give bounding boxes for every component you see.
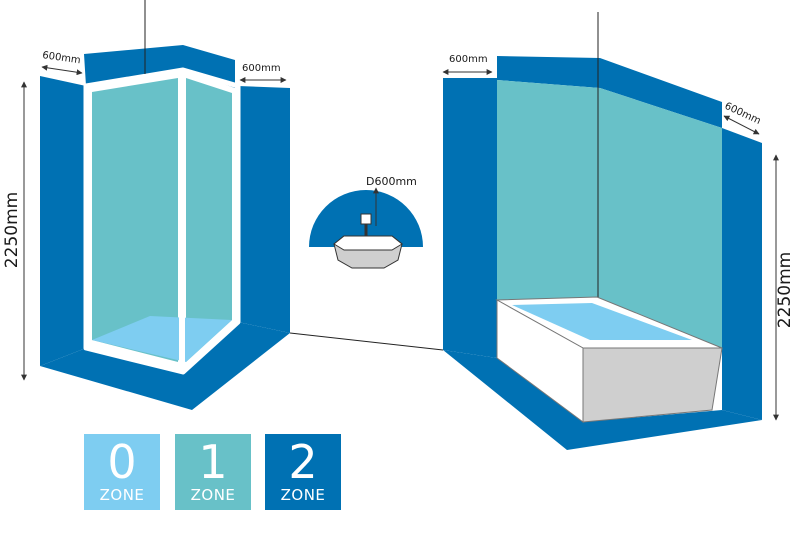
floor-line xyxy=(289,332,444,351)
legend-zone-0-label: ZONE xyxy=(99,486,145,504)
shower-top-right-width: 600mm xyxy=(242,63,281,74)
shower-zone2-left-wall xyxy=(40,76,86,366)
legend-zone-1-label: ZONE xyxy=(190,486,236,504)
bath-zone2-left-wall xyxy=(443,78,497,358)
legend-zone-2-number: 2 xyxy=(288,435,318,489)
bath-height: 2250mm xyxy=(775,252,795,328)
bath-zone1-area xyxy=(497,80,722,348)
shower-zone2-top xyxy=(84,45,235,88)
shower-zone2-floor xyxy=(40,322,290,410)
bath-zone2-right-wall xyxy=(722,128,762,420)
bath-top-right-width: 600mm xyxy=(723,101,763,127)
bath-zone-2 xyxy=(443,56,762,450)
legend-zone-0: 0 ZONE xyxy=(84,434,160,510)
legend-zone-1-number: 1 xyxy=(198,435,228,489)
basin-tap xyxy=(360,213,372,225)
legend-zone-0-number: 0 xyxy=(107,435,137,489)
legend-zone-2-label: ZONE xyxy=(280,486,326,504)
legend-zone-1: 1 ZONE xyxy=(175,434,251,510)
shower-height: 2250mm xyxy=(2,192,22,268)
shower-zone1-left-panel xyxy=(92,78,178,362)
bath-top-left-width: 600mm xyxy=(449,54,488,65)
shower-zone0-tray xyxy=(92,316,232,362)
shower-dimensions: 600mm 600mm 2250mm xyxy=(2,50,287,381)
bath-zone2-top xyxy=(497,56,722,128)
shower-zone1-right-panel xyxy=(186,78,232,362)
shower-top-left-width: 600mm xyxy=(42,50,82,66)
shower-enclosure xyxy=(83,67,241,375)
shower-frame xyxy=(83,67,241,375)
basin-group: D600mm xyxy=(309,175,423,269)
bath-zone0-water xyxy=(512,303,692,340)
shower-zone-2 xyxy=(40,45,290,410)
bath-tub-front-panel xyxy=(582,347,723,423)
legend-zone-2: 2 ZONE xyxy=(265,434,341,510)
basin-radius-label: D600mm xyxy=(366,175,417,188)
shower-zone2-right-wall xyxy=(238,86,290,333)
bath-tub xyxy=(495,296,723,423)
bath-zone2-floor xyxy=(443,350,762,450)
